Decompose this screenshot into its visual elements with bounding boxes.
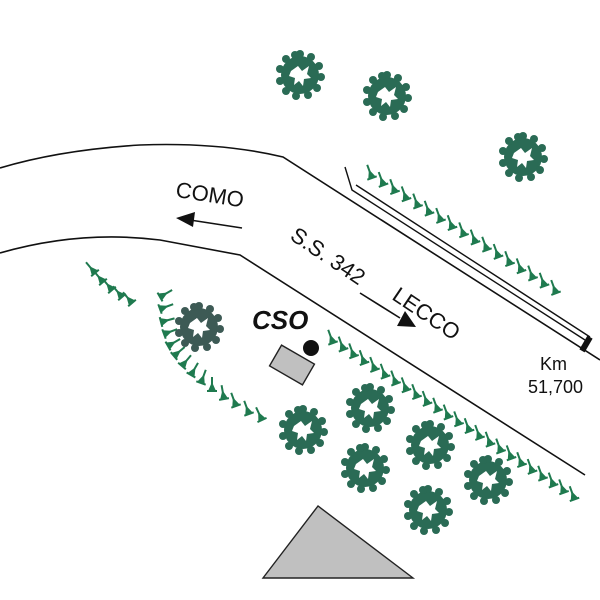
- building-large: [261, 505, 416, 579]
- embankment-tick: [158, 312, 177, 328]
- embankment-tick: [361, 162, 378, 181]
- embankment-tick: [384, 176, 401, 196]
- arrow-lecco: [359, 292, 416, 327]
- embankment-tick: [195, 367, 212, 386]
- tree-icon: [279, 405, 328, 455]
- embankment-tick: [373, 169, 390, 188]
- embankment-tick: [430, 205, 447, 224]
- building-small: [268, 344, 316, 386]
- tree-icon: [341, 443, 390, 493]
- site-label: CSO: [252, 305, 309, 335]
- embankment-tick: [532, 463, 549, 482]
- tree-icon: [276, 50, 325, 100]
- embankment-tick: [375, 361, 392, 380]
- embankment-tick: [396, 374, 413, 394]
- embankment-tick: [511, 449, 528, 469]
- embankment-tick: [465, 226, 482, 246]
- tree-icon: [363, 71, 412, 121]
- embankment-tick: [522, 262, 539, 282]
- km-marker-post: [579, 335, 593, 353]
- embankment-marks: [81, 162, 581, 503]
- embankment-tick: [499, 248, 516, 268]
- embankment-tick: [553, 476, 570, 496]
- embankment-tick: [343, 340, 360, 360]
- embankment-tick: [490, 435, 507, 455]
- embankment-tick: [385, 367, 402, 387]
- embankment-tick: [364, 354, 381, 373]
- embankment-tick: [354, 347, 371, 367]
- embankment-tick: [156, 284, 176, 303]
- embankment-tick: [419, 198, 436, 217]
- embankment-tick: [322, 327, 339, 346]
- embankment-tick: [108, 282, 127, 302]
- embankment-tick: [476, 234, 493, 253]
- embankment-tick: [511, 255, 528, 275]
- tree-icon: [406, 420, 455, 470]
- road-south-edge: [0, 236, 586, 476]
- embankment-tick: [185, 359, 204, 379]
- embankment-tick: [438, 401, 455, 421]
- embankment-tick: [522, 456, 539, 475]
- km-label: Km: [540, 354, 567, 374]
- embankment-tick: [406, 381, 423, 401]
- guardrail: [344, 166, 591, 341]
- embankment-tick: [427, 395, 444, 414]
- embankment-tick: [543, 469, 560, 489]
- embankment-tick: [225, 390, 242, 409]
- embankment-tick: [564, 483, 581, 503]
- embankment-tick: [480, 429, 497, 448]
- km-value: 51,700: [528, 377, 584, 397]
- embankment-tick: [459, 415, 476, 435]
- embankment-tick: [545, 277, 562, 296]
- embankment-tick: [448, 408, 465, 428]
- arrow-como: [176, 212, 243, 229]
- embankment-tick: [333, 333, 350, 353]
- tree-icon: [404, 485, 453, 535]
- embankment-tick: [164, 333, 184, 352]
- road-north-edge: [0, 143, 600, 361]
- tree-icon: [464, 455, 513, 505]
- embankment-tick: [157, 298, 176, 315]
- site-point[interactable]: [303, 340, 319, 356]
- embankment-tick: [407, 190, 424, 210]
- embankment-tick: [501, 442, 518, 462]
- embankment-tick: [206, 376, 218, 392]
- tree-icon: [175, 302, 224, 352]
- embankment-tick: [177, 351, 196, 371]
- tree-group: [175, 50, 548, 535]
- embankment-tick: [238, 398, 255, 417]
- tree-icon: [499, 132, 548, 182]
- embankment-tick: [215, 383, 230, 401]
- embankment-tick: [250, 404, 268, 424]
- embankment-tick: [417, 388, 434, 407]
- embankment-tick: [442, 212, 459, 232]
- embankment-tick: [534, 270, 551, 289]
- tree-icon: [346, 383, 395, 433]
- embankment-tick: [469, 422, 486, 441]
- embankment-tick: [488, 241, 505, 260]
- embankment-tick: [396, 183, 413, 203]
- embankment-tick: [453, 219, 470, 239]
